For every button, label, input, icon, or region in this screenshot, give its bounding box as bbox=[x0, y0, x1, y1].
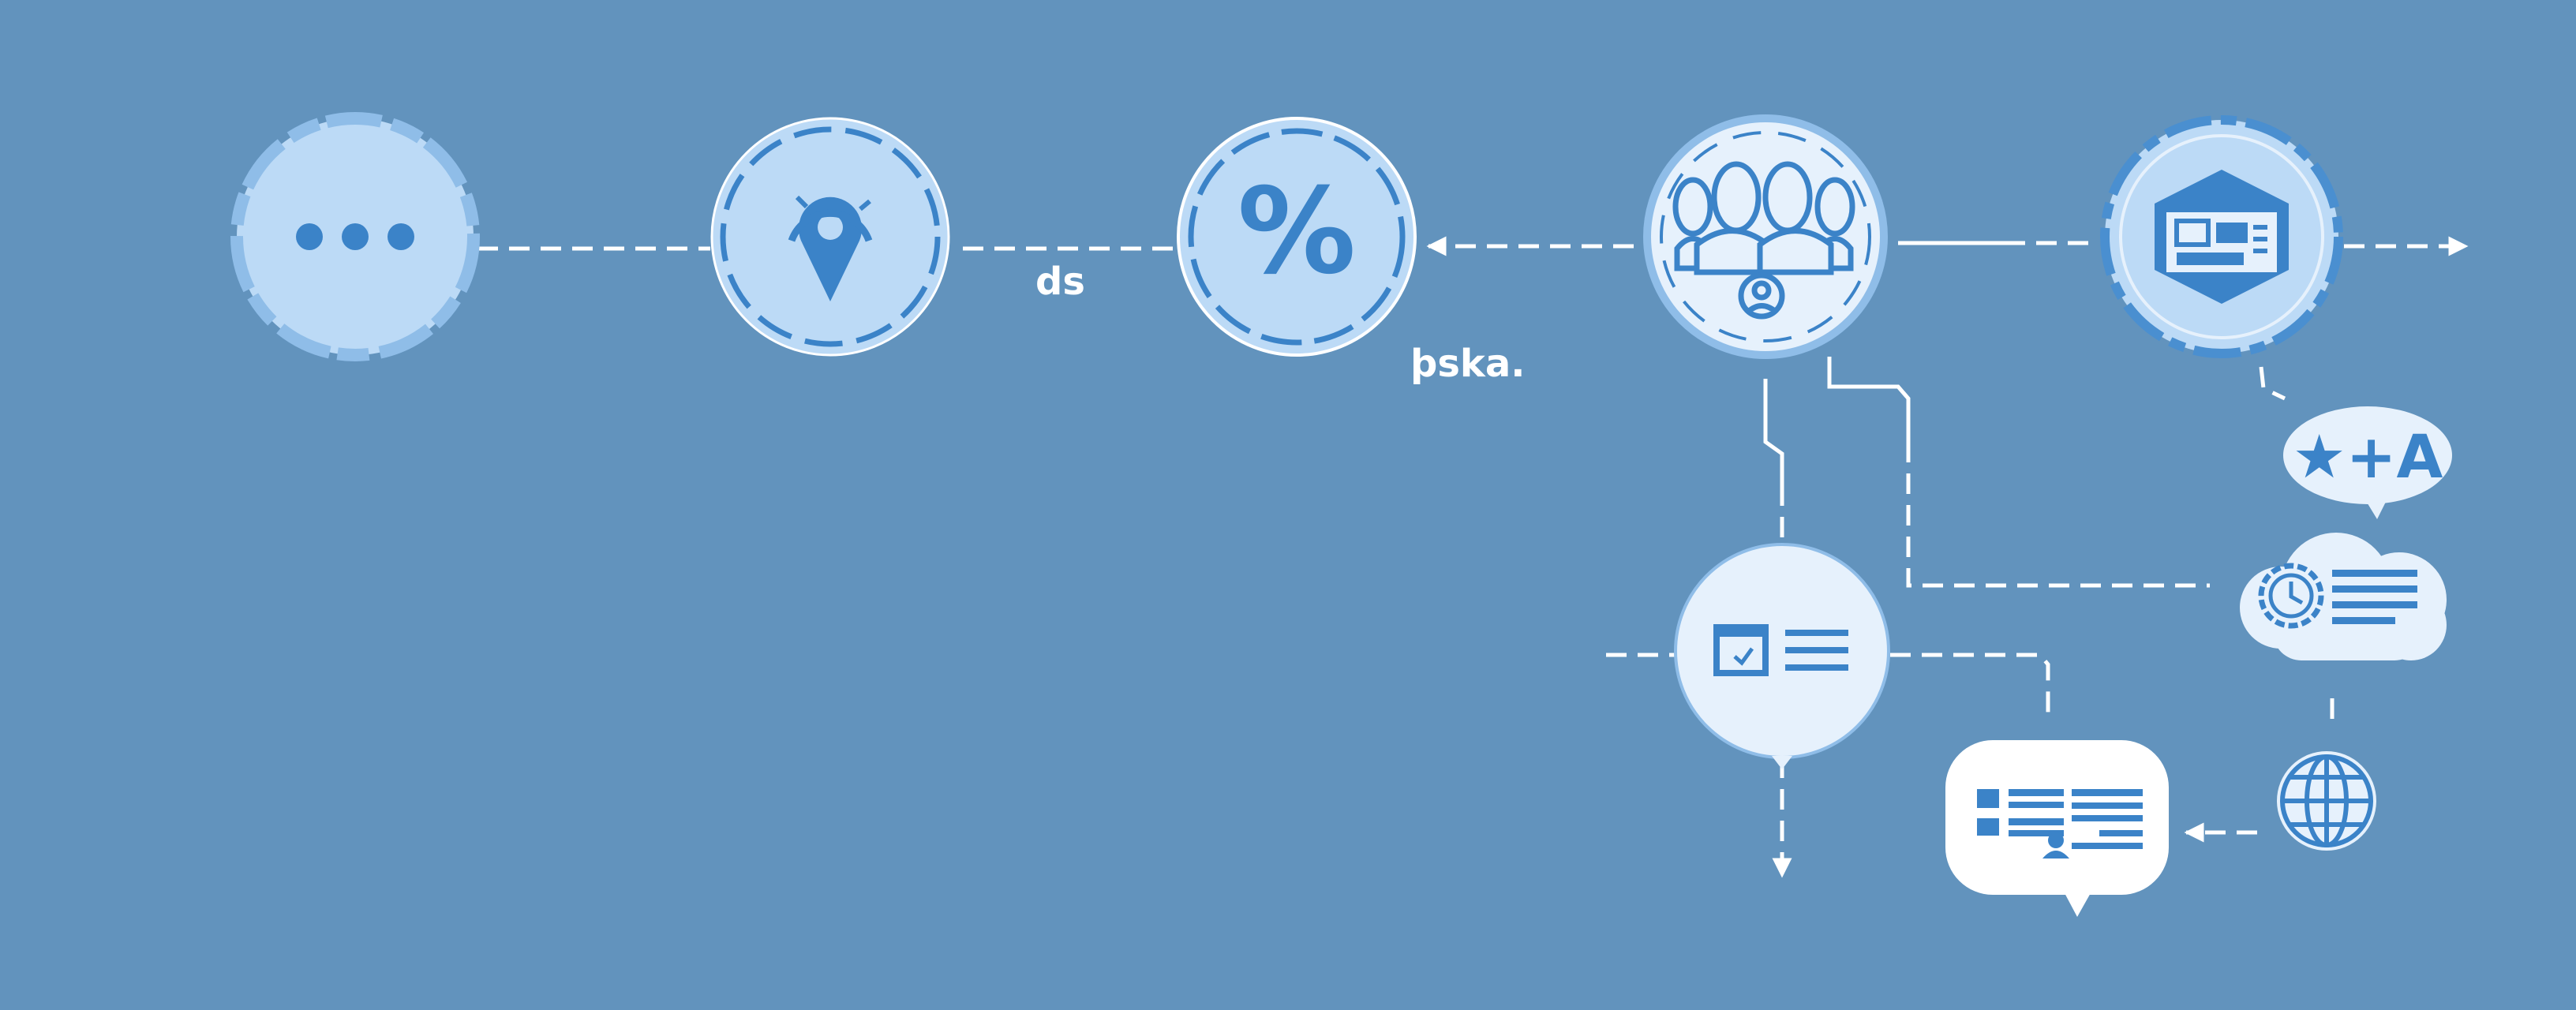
label-ds: ds bbox=[1035, 260, 1085, 304]
node-ring bbox=[720, 126, 941, 347]
node-checklist[interactable] bbox=[1674, 543, 1890, 769]
node-globe[interactable] bbox=[2277, 751, 2376, 851]
speech-bubble-tail bbox=[2064, 892, 2091, 917]
globe-icon bbox=[2280, 754, 2373, 847]
node-menu[interactable] bbox=[230, 112, 480, 361]
label-pska: þska. bbox=[1410, 342, 1525, 386]
node-schedule[interactable] bbox=[2240, 533, 2447, 660]
node-ring-inner bbox=[1660, 131, 1871, 342]
translate-icon: ★+A bbox=[2293, 421, 2443, 492]
node-profile[interactable] bbox=[1945, 740, 2169, 917]
node-outline bbox=[1674, 543, 1890, 759]
speech-bubble-tail bbox=[2366, 499, 2387, 519]
speech-bubble bbox=[1945, 740, 2169, 895]
connector-team-schedule-solid bbox=[1827, 357, 1911, 442]
connector-checklist-profile bbox=[1890, 653, 2050, 718]
user-group-icon bbox=[1672, 161, 1855, 320]
node-ring-inner bbox=[2119, 134, 2324, 339]
node-percent[interactable]: % bbox=[1177, 117, 1417, 357]
node-team[interactable] bbox=[1643, 114, 1888, 359]
location-pin-icon bbox=[788, 195, 873, 301]
node-translate[interactable]: ★+A bbox=[2283, 406, 2452, 519]
profile-card-icon bbox=[1977, 789, 2143, 858]
speech-bubble bbox=[2283, 406, 2452, 504]
ellipsis-icon bbox=[296, 223, 414, 250]
connector-browser-translate bbox=[2259, 366, 2286, 401]
node-browser[interactable] bbox=[2100, 115, 2343, 358]
clock-cloud-icon bbox=[2258, 563, 2417, 629]
node-outline bbox=[1177, 117, 1417, 357]
connector-team-schedule bbox=[1906, 442, 2210, 588]
browser-window-icon bbox=[2155, 170, 2289, 304]
node-pointer bbox=[1772, 756, 1792, 769]
node-location[interactable] bbox=[710, 117, 950, 357]
node-ring bbox=[1188, 128, 1406, 346]
checklist-icon bbox=[1713, 624, 1848, 676]
percent-icon: % bbox=[1237, 163, 1356, 301]
connector-team-checklist-solid bbox=[1763, 379, 1784, 485]
connectors bbox=[477, 236, 2469, 878]
node-ring bbox=[1643, 114, 1888, 359]
